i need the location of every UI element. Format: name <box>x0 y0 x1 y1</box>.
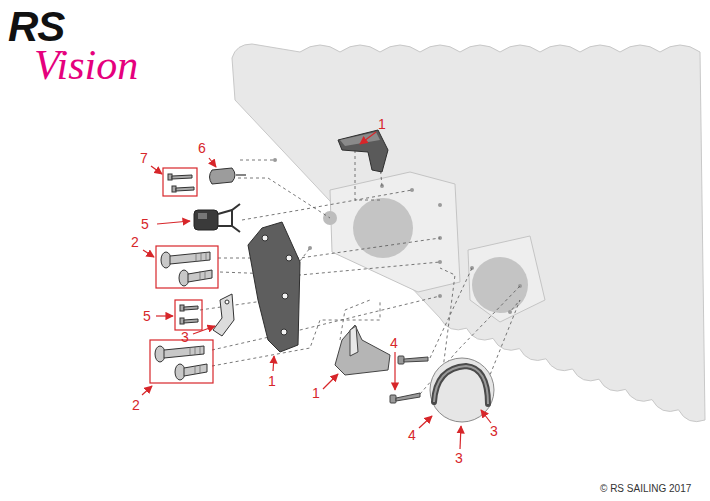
callout-number: 3 <box>490 424 498 438</box>
callout-arrow <box>142 132 491 449</box>
foot-bracket-lug <box>350 326 358 356</box>
hull-opening <box>472 257 528 313</box>
bolt <box>155 252 212 380</box>
group-box <box>150 168 218 383</box>
callout-number: 1 <box>312 386 320 400</box>
callout-number: 5 <box>141 217 149 231</box>
hull-panel <box>232 44 705 422</box>
callout-number: 7 <box>140 151 148 165</box>
cleat-bracket-face <box>340 132 380 146</box>
foot-bracket <box>335 325 390 375</box>
cleat-bracket <box>338 130 388 172</box>
small-screw <box>168 174 194 192</box>
cover-plate <box>430 358 494 422</box>
logo-text: Vision <box>34 44 138 86</box>
callout-number: 1 <box>378 117 386 131</box>
hoop-fitting <box>434 366 488 404</box>
reinforcement-plate <box>468 236 545 322</box>
strap-fitting <box>213 294 234 336</box>
tiller-grip-detail <box>198 213 207 219</box>
small-screw <box>180 305 198 324</box>
bracket-holes <box>262 235 292 335</box>
callout-number: 5 <box>143 309 151 323</box>
copyright-note: © RS SAILING 2017 <box>600 484 691 494</box>
plug-pin <box>236 174 246 175</box>
callout-number: 4 <box>408 428 416 442</box>
grip-clip <box>218 204 240 232</box>
callout-number: 2 <box>131 235 139 249</box>
callout-number: 6 <box>198 141 206 155</box>
plug-fitting <box>210 168 236 184</box>
callout-number: 2 <box>132 398 140 412</box>
bolt-threads <box>190 252 206 374</box>
tiller-grip <box>194 210 218 230</box>
callout-number: 4 <box>390 336 398 350</box>
logo-text: RS <box>8 6 64 48</box>
hull-holes <box>273 158 522 314</box>
callout-number: 3 <box>455 451 463 465</box>
callout-number: 1 <box>268 374 276 388</box>
callout-number: 3 <box>181 330 189 344</box>
screw <box>390 356 428 403</box>
mounting-bracket <box>248 222 300 352</box>
assembly-lines <box>200 150 520 394</box>
reinforcement-plate <box>330 172 460 292</box>
